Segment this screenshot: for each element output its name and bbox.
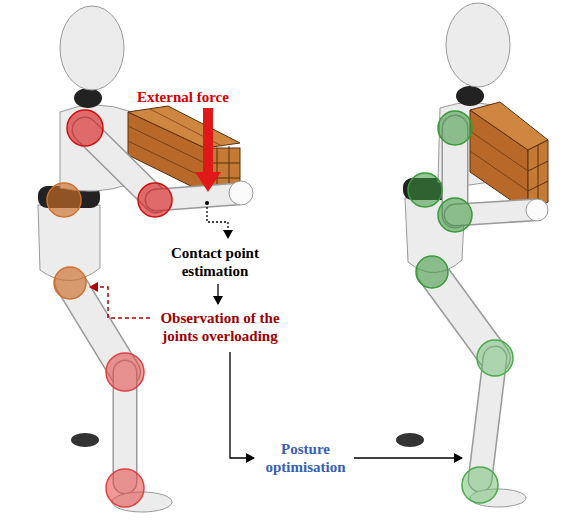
step-label: Contact point estimation: [160, 244, 270, 280]
force-label: External force: [118, 88, 248, 106]
step-label: Observation of the joints overloading: [145, 309, 295, 345]
step-label: Posture optimisation: [258, 440, 353, 476]
right-mannequin: [396, 3, 548, 507]
wooden-beam: [470, 102, 548, 212]
flow-arrows: [90, 207, 462, 458]
